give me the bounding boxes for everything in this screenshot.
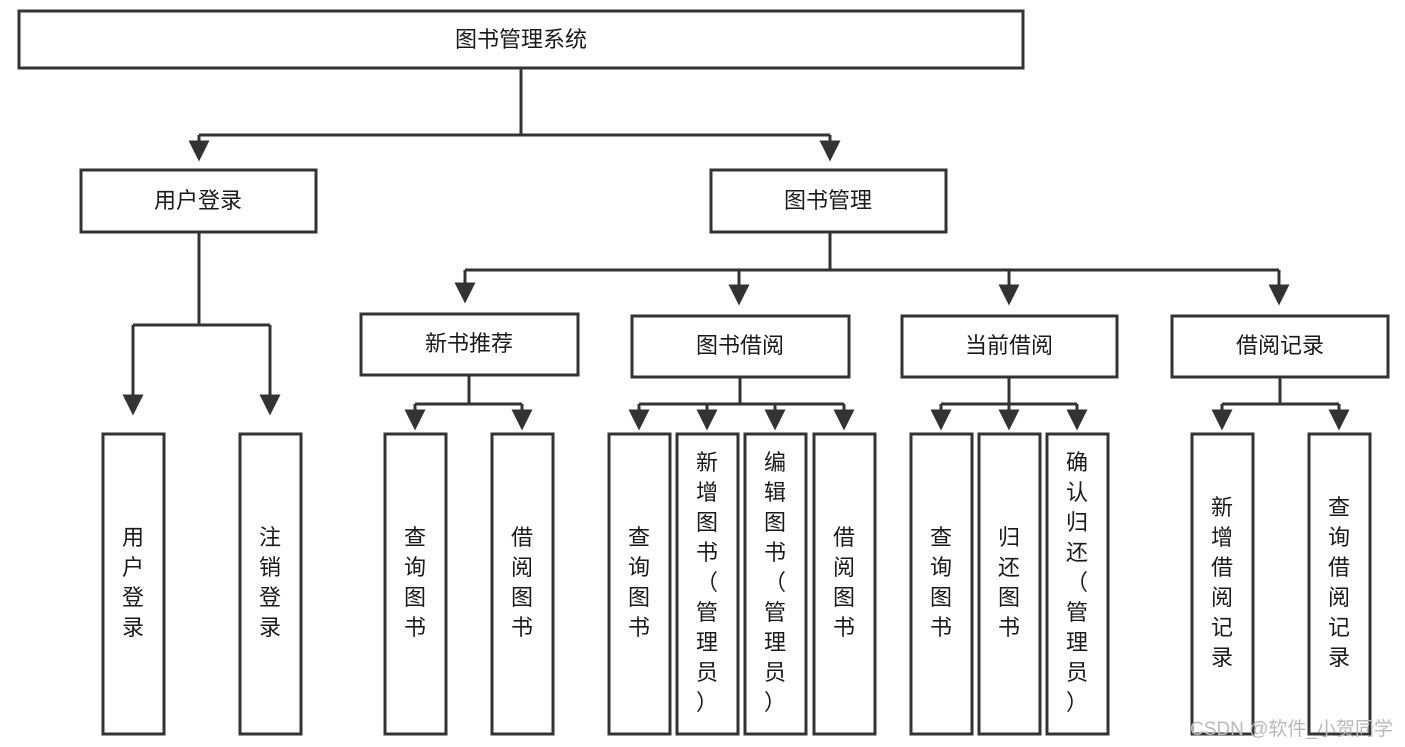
borrow-record-label: 借阅记录: [1236, 333, 1324, 358]
node-book-borrow[interactable]: 图书借阅: [630, 314, 851, 379]
root-box[interactable]: [17, 9, 1025, 70]
new-book-recommend-box[interactable]: [359, 312, 580, 377]
leaf-query-book-3-box[interactable]: [909, 432, 974, 736]
leaf-user-login-label: 用户登录: [122, 525, 144, 640]
leaf-add-record-box[interactable]: [1190, 432, 1255, 736]
leaf-edit-book-label: 编辑图书（管理员）: [764, 450, 786, 715]
book-management-label: 图书管理: [784, 188, 872, 213]
node-root[interactable]: 图书管理系统: [17, 9, 1025, 70]
node-leaf-return-book[interactable]: 归还图书: [977, 432, 1042, 736]
node-leaf-query-book-3[interactable]: 查询图书: [909, 432, 974, 736]
new-book-recommend-label: 新书推荐: [425, 331, 513, 356]
node-leaf-add-book[interactable]: 新增图书（管理员）: [675, 432, 740, 736]
node-user-login[interactable]: 用户登录: [79, 168, 318, 234]
leaf-borrow-book-2-box[interactable]: [812, 432, 877, 736]
leaf-query-record-label: 查询借阅记录: [1328, 495, 1350, 670]
leaf-borrow-book-1-label: 借阅图书: [511, 525, 533, 640]
leaf-query-book-1-box[interactable]: [383, 432, 448, 736]
root-label: 图书管理系统: [455, 27, 587, 52]
node-leaf-edit-book[interactable]: 编辑图书（管理员）: [743, 432, 808, 736]
leaf-query-book-1-label: 查询图书: [404, 525, 426, 640]
leaf-borrow-book-2-label: 借阅图书: [833, 525, 855, 640]
node-leaf-borrow-book-1[interactable]: 借阅图书: [490, 432, 555, 736]
leaf-confirm-return-label: 确认归还（管理员）: [1066, 450, 1088, 715]
leaf-user-logout-label: 注销登录: [259, 525, 281, 640]
leaf-query-book-3-label: 查询图书: [930, 525, 952, 640]
node-leaf-query-book-1[interactable]: 查询图书: [383, 432, 448, 736]
user-login-label: 用户登录: [154, 188, 242, 213]
node-leaf-add-record[interactable]: 新增借阅记录: [1190, 432, 1255, 736]
leaf-borrow-book-1-box[interactable]: [490, 432, 555, 736]
node-leaf-user-login[interactable]: 用户登录: [101, 432, 166, 736]
leaf-edit-book-box[interactable]: [743, 432, 808, 736]
leaf-add-book-label: 新增图书（管理员）: [696, 450, 718, 715]
current-borrow-box[interactable]: [900, 314, 1119, 379]
leaf-user-logout-box[interactable]: [238, 432, 303, 736]
node-leaf-query-record[interactable]: 查询借阅记录: [1307, 432, 1372, 736]
leaf-query-book-2-box[interactable]: [607, 432, 672, 736]
node-leaf-borrow-book-2[interactable]: 借阅图书: [812, 432, 877, 736]
borrow-record-box[interactable]: [1170, 314, 1390, 379]
leaf-return-book-box[interactable]: [977, 432, 1042, 736]
leaf-query-book-2-label: 查询图书: [628, 525, 650, 640]
current-borrow-label: 当前借阅: [965, 333, 1053, 358]
user-login-box[interactable]: [79, 168, 318, 234]
node-leaf-query-book-2[interactable]: 查询图书: [607, 432, 672, 736]
leaf-add-book-box[interactable]: [675, 432, 740, 736]
leaf-add-record-label: 新增借阅记录: [1211, 495, 1233, 670]
node-borrow-record[interactable]: 借阅记录: [1170, 314, 1390, 379]
node-new-book-recommend[interactable]: 新书推荐: [359, 312, 580, 377]
connectors: [122, 68, 1350, 431]
node-leaf-confirm-return[interactable]: 确认归还（管理员）: [1045, 432, 1110, 736]
book-management-box[interactable]: [709, 168, 948, 234]
node-leaf-user-logout[interactable]: 注销登录: [238, 432, 303, 736]
book-borrow-box[interactable]: [630, 314, 851, 379]
leaf-return-book-label: 归还图书: [998, 525, 1020, 640]
node-current-borrow[interactable]: 当前借阅: [900, 314, 1119, 379]
leaf-user-login-box[interactable]: [101, 432, 166, 736]
book-borrow-label: 图书借阅: [696, 333, 784, 358]
leaf-confirm-return-box[interactable]: [1045, 432, 1110, 736]
node-book-management[interactable]: 图书管理: [709, 168, 948, 234]
leaf-query-record-box[interactable]: [1307, 432, 1372, 736]
